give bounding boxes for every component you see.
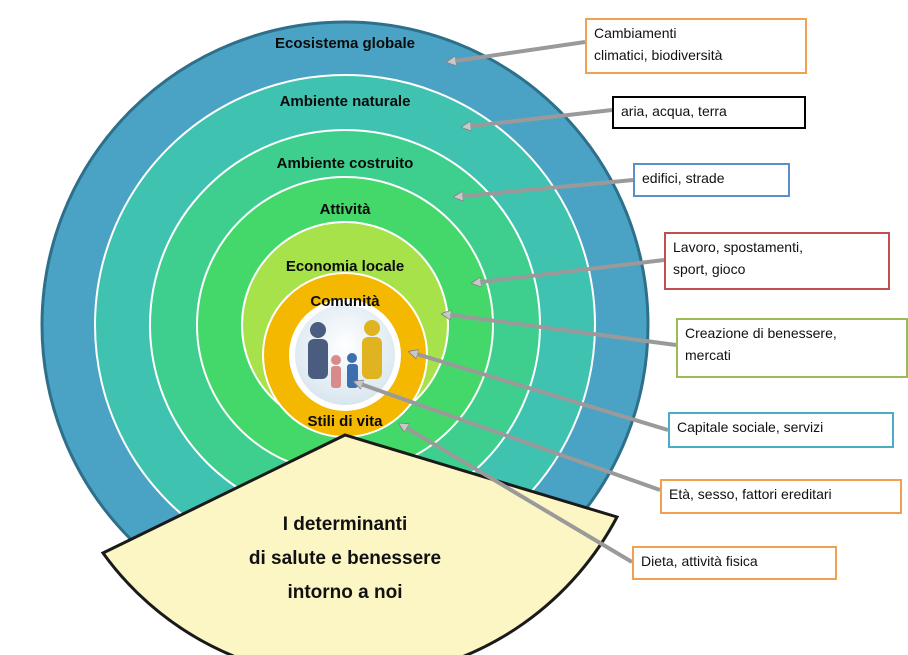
arrow-ecosistema <box>448 40 586 62</box>
label-ecosistema-globale: Ecosistema globale <box>275 35 415 52</box>
wedge-title-line-3: intorno a noi <box>287 582 402 603</box>
arrow-comunita <box>410 352 669 432</box>
callout-lavoro-spostamenti: Lavoro, spostamenti, sport, gioco <box>664 232 890 290</box>
label-ambiente-naturale: Ambiente naturale <box>280 93 411 110</box>
label-economia-locale: Economia locale <box>286 258 404 275</box>
callout-dieta-attivita: Dieta, attività fisica <box>632 546 837 580</box>
arrow-economia-locale <box>443 314 677 347</box>
wedge-title-line-2: di salute e benessere <box>249 548 441 569</box>
arrow-attivita <box>473 258 665 283</box>
callout-creazione-benessere: Creazione di benessere, mercati <box>676 318 908 378</box>
callout-eta-sesso: Età, sesso, fattori ereditari <box>660 479 902 514</box>
callout-aria-acqua-terra: aria, acqua, terra <box>612 96 806 129</box>
label-stili-di-vita: Stili di vita <box>307 413 383 430</box>
wedge-title-line-1: I determinanti <box>283 514 408 535</box>
label-comunita: Comunità <box>310 293 380 310</box>
label-ambiente-costruito: Ambiente costruito <box>277 155 414 172</box>
label-attivita: Attività <box>320 201 371 218</box>
arrow-stili-di-vita <box>400 422 634 564</box>
callout-edifici-strade: edifici, strade <box>633 163 790 197</box>
arrow-center <box>355 382 661 492</box>
family-photo-icon <box>295 305 395 405</box>
arrows <box>355 40 677 564</box>
arrow-ambiente-naturale <box>463 108 613 127</box>
callout-capitale-sociale: Capitale sociale, servizi <box>668 412 894 448</box>
wedge-segment <box>100 433 620 655</box>
callout-cambiamenti-climatici: Cambiamenti climatici, biodiversità <box>585 18 807 74</box>
arrow-ambiente-costruito <box>455 178 634 197</box>
